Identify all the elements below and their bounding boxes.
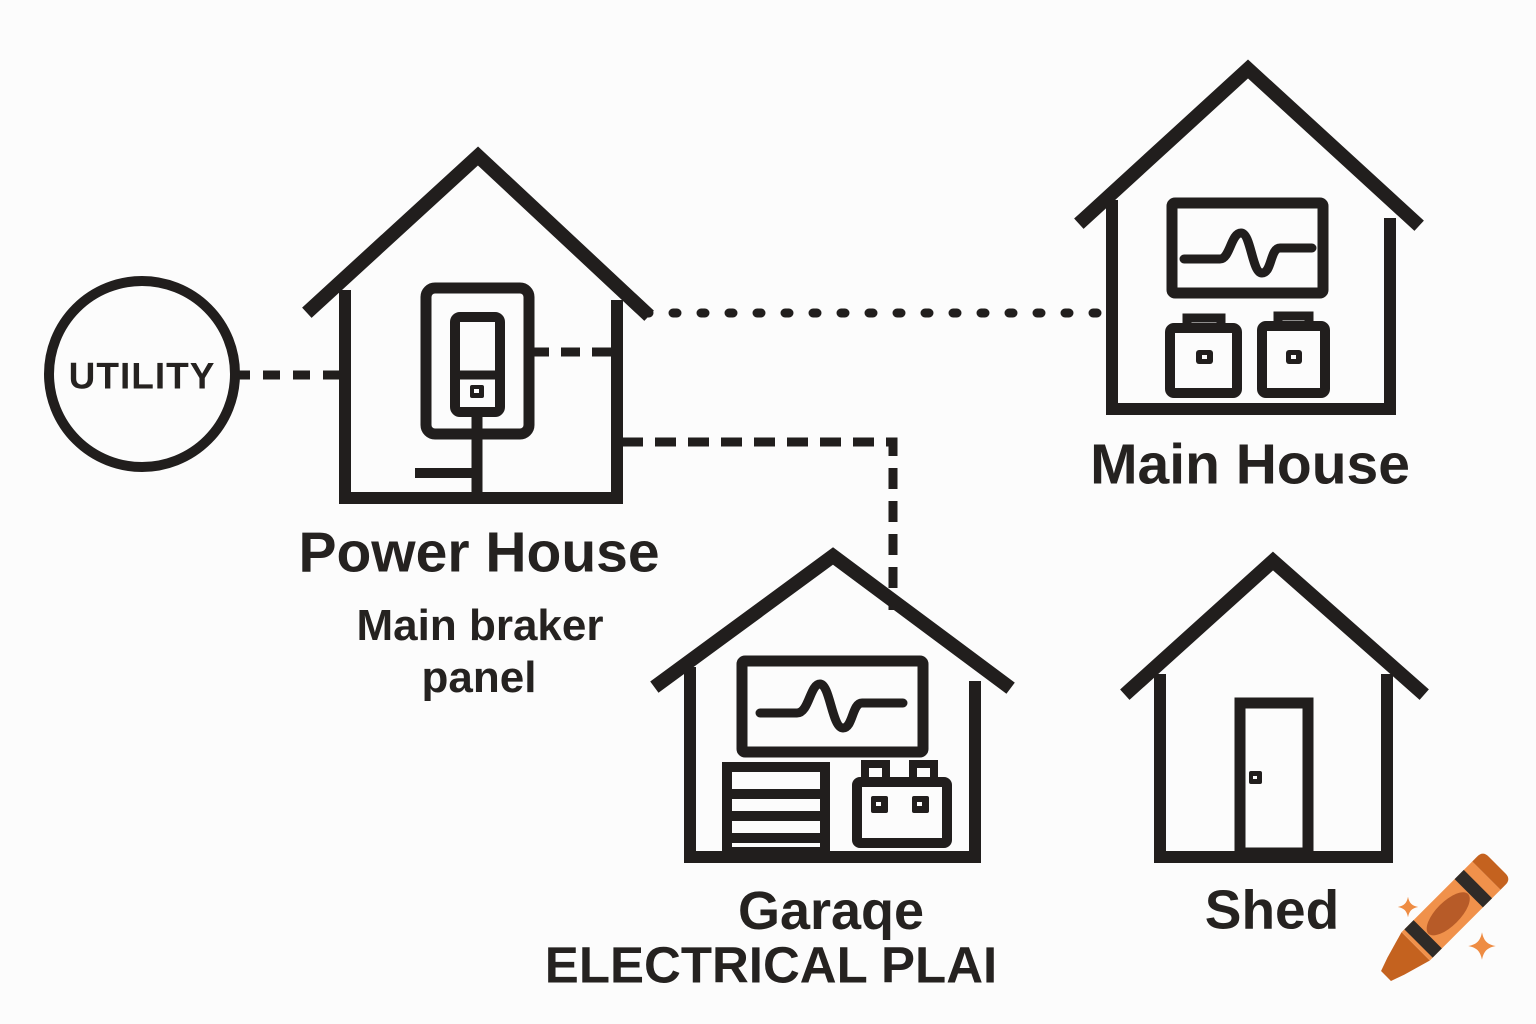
garage-walls bbox=[684, 667, 981, 863]
car-battery-icon bbox=[852, 760, 952, 848]
sparkle-icon bbox=[1468, 932, 1496, 960]
shed-label: Shed bbox=[1204, 878, 1340, 941]
diagram-title: ELECTRICAL PLAI bbox=[544, 936, 998, 994]
battery-icon bbox=[1165, 313, 1242, 398]
inverter-display-icon bbox=[1166, 197, 1329, 299]
utility-label: UTILITY bbox=[68, 355, 216, 397]
crayon-icon bbox=[1381, 853, 1509, 981]
main-house-label: Main House bbox=[1090, 432, 1410, 497]
power-house-sublabel-line1: Main braker bbox=[356, 601, 604, 650]
garage-label: Garaqe bbox=[737, 881, 925, 941]
power-house-roof bbox=[302, 146, 654, 321]
line-art bbox=[44, 59, 1429, 863]
power-house-icon bbox=[302, 146, 654, 504]
sine-wave bbox=[755, 679, 908, 733]
utility-circle bbox=[44, 276, 240, 472]
garage-roof bbox=[650, 547, 1015, 694]
battery-icon bbox=[1257, 311, 1330, 398]
power-house-label: Power House bbox=[298, 520, 660, 585]
sparkle-icon bbox=[1397, 896, 1419, 918]
breaker-panel-icon bbox=[415, 282, 612, 498]
shed-icon bbox=[1120, 551, 1429, 863]
power-house-to-garage-line bbox=[622, 437, 898, 610]
main-house-icon bbox=[1074, 59, 1424, 415]
main-house-walls bbox=[1106, 200, 1396, 415]
inverter-display-icon bbox=[736, 655, 929, 758]
garage-door-icon bbox=[722, 762, 830, 857]
power-house-sublabel-line2: panel bbox=[421, 653, 537, 702]
garage-icon bbox=[650, 547, 1015, 863]
main-house-roof bbox=[1074, 59, 1424, 231]
shed-roof bbox=[1120, 551, 1429, 700]
door-icon bbox=[1234, 697, 1314, 859]
sine-wave bbox=[1179, 228, 1317, 278]
